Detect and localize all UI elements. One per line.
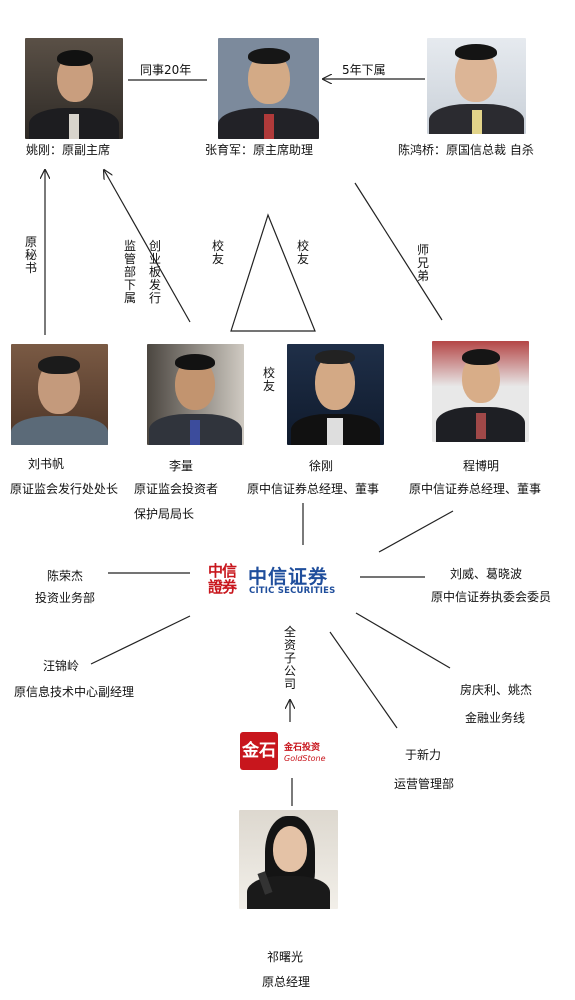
name-cheng-boming: 程博明	[462, 459, 500, 473]
title-qi-shuguang: 原总经理	[261, 975, 311, 989]
dept-fang-qingli-yao-jie: 金融业务线	[464, 711, 526, 725]
photo-zhang-yujun	[218, 38, 319, 139]
name-fang-qingli-yao-jie: 房庆利、姚杰	[459, 683, 533, 697]
title-cheng-boming: 原中信证券总经理、董事	[409, 482, 542, 496]
title-li-liang-2: 保护局局长	[134, 507, 195, 521]
name-liu-wei-ge-xiaobo: 刘威、葛晓波	[449, 567, 523, 581]
line-senior-fellow	[354, 182, 443, 321]
label-former-secretary: 原秘书	[24, 235, 37, 275]
line-yu-xinli	[329, 631, 398, 729]
citic-logo-mark: 中信證券	[208, 562, 237, 596]
name-qi-shuguang: 祁曙光	[266, 950, 304, 964]
line-fang-qingli	[355, 612, 451, 669]
goldstone-logo-en: GoldStone	[284, 754, 326, 763]
dept-chen-rongjie: 投资业务部	[34, 591, 96, 605]
name-li-liang: 李量	[168, 459, 194, 473]
name-chen-rongjie: 陈荣杰	[46, 569, 84, 583]
goldstone-logo-cn: 金石投资	[284, 743, 321, 753]
title-xu-gang: 原中信证券总经理、董事	[247, 482, 380, 496]
title-liu-shufan: 原证监会发行处处长	[9, 482, 119, 496]
label-wholly-owned-subsidiary: 全资子公司	[283, 625, 296, 691]
name-yao-gang: 姚刚：原副主席	[26, 143, 111, 157]
dept-liu-wei-ge-xiaobo: 原中信证券执委会委员	[430, 590, 552, 604]
citic-logo-en: CITIC SECURITIES	[249, 586, 336, 596]
goldstone-logo: 金石 金石投资 GoldStone	[240, 730, 330, 780]
label-colleague-20yr: 同事20年	[140, 63, 192, 77]
citic-securities-logo: 中信證券 中信证券 CITIC SECURITIES	[208, 561, 343, 599]
name-liu-shufan: 刘书帆	[27, 457, 65, 471]
label-alumni-right: 校友	[296, 239, 309, 266]
name-zhang-yujun: 张育军：原主席助理	[205, 143, 314, 157]
name-chen-hongqiao: 陈鸿桥：原国信总裁 自杀	[398, 143, 534, 157]
label-subordinate-5yr: 5年下属	[342, 63, 386, 77]
photo-yao-gang	[25, 38, 123, 139]
citic-logo-cn: 中信证券	[248, 566, 329, 588]
line-wang-jinling	[90, 615, 191, 665]
name-yu-xinli: 于新力	[404, 748, 442, 762]
line-cheng-citic	[378, 510, 454, 553]
photo-liu-shufan	[11, 344, 108, 445]
dept-yu-xinli: 运营管理部	[393, 777, 455, 791]
label-alumni-mid: 校友	[262, 366, 275, 393]
name-wang-jinling: 汪锦岭	[42, 659, 80, 673]
photo-chen-hongqiao	[427, 38, 526, 134]
photo-li-liang	[147, 344, 244, 445]
title-li-liang-1: 原证监会投资者	[134, 482, 219, 496]
goldstone-logo-mark: 金石	[240, 732, 278, 770]
label-gem-issuance: 创业板发行	[148, 239, 161, 305]
dept-wang-jinling: 原信息技术中心副经理	[13, 685, 135, 699]
label-senior-fellow: 师兄弟	[416, 243, 429, 283]
label-supervision-subordinate: 监管部下属	[123, 239, 136, 305]
line-supervision-arrow	[104, 170, 191, 323]
alumni-triangle	[230, 213, 316, 332]
label-alumni-left: 校友	[211, 239, 224, 266]
name-xu-gang: 徐刚	[308, 459, 334, 473]
photo-xu-gang	[287, 344, 384, 445]
photo-cheng-boming	[432, 341, 529, 442]
photo-qi-shuguang	[239, 810, 338, 909]
